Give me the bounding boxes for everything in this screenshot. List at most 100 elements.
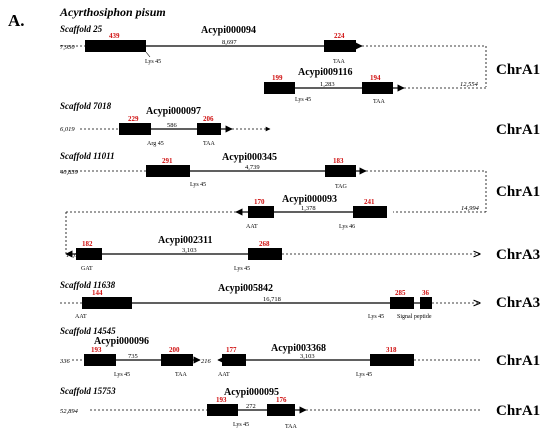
- site-label: Arg 45: [147, 141, 164, 147]
- intron-length: 586: [167, 122, 178, 129]
- scaffold-label: Scaffold 11638: [60, 280, 116, 290]
- scaffold-label: Scaffold 14545: [60, 326, 116, 336]
- gene-name: Acypi000094: [201, 25, 256, 36]
- stop-codon: TAG: [335, 184, 348, 190]
- exon-block: [222, 354, 246, 366]
- exon-block: [362, 82, 393, 94]
- chromosome-label: ChrA1: [496, 62, 540, 78]
- gene-name: Acypi002311: [158, 235, 212, 246]
- start-position: 6,019: [60, 126, 75, 133]
- exon-length: 268: [259, 240, 270, 248]
- intron-length: 16,718: [263, 296, 281, 303]
- row-acypi000095: Scaffold 15753 52,894 193 176 Acypi00009…: [60, 386, 540, 430]
- exon-length: 177: [226, 346, 237, 354]
- chromosome-label: ChrA1: [496, 403, 540, 419]
- chromosome-label: ChrA3: [496, 247, 540, 263]
- stop-codon: TAA: [373, 99, 386, 105]
- start-codon: AAT: [75, 314, 87, 320]
- intron-length: 1,283: [320, 81, 335, 88]
- exon-block: [207, 404, 238, 416]
- exon-block: [248, 248, 282, 260]
- exon-length: 144: [92, 289, 103, 297]
- exon-block: [264, 82, 295, 94]
- site-label: Lys 45: [368, 314, 384, 320]
- gene-name: Acypi000096: [94, 336, 149, 347]
- gene-name: Acypi005842: [218, 283, 273, 294]
- intron-length: 8,697: [222, 39, 237, 46]
- exon-length: 193: [216, 396, 227, 404]
- stop-codon: TAA: [285, 424, 298, 430]
- exon-length: 182: [82, 240, 93, 248]
- exon-block: [84, 354, 116, 366]
- scaffold-label: Scaffold 25: [60, 24, 103, 34]
- mid-position: 216: [201, 358, 212, 365]
- exon-length: 36: [422, 289, 430, 297]
- exon-block: [325, 165, 356, 177]
- start-codon: AAT: [218, 372, 230, 378]
- stop-codon: TAA: [333, 59, 346, 65]
- intron-length: 272: [246, 403, 256, 410]
- row-acypi000097: Scaffold 7018 6,019 229 206 Acypi000097 …: [60, 101, 540, 147]
- exon-length: 193: [91, 346, 102, 354]
- scaffold-label: Scaffold 15753: [60, 386, 116, 396]
- row-acypi000093: 170 241 Acypi000093 1,378 AAT Lys 46 14,…: [65, 184, 540, 254]
- exon-length: 291: [162, 157, 173, 165]
- exon-block: [76, 248, 102, 260]
- start-codon: AAT: [246, 224, 258, 230]
- exon-length: 183: [333, 157, 344, 165]
- exon-length: 229: [128, 115, 139, 123]
- exon-length: 170: [254, 198, 265, 206]
- start-position: 14,077: [66, 252, 85, 259]
- gene-name: Acypi003368: [271, 343, 326, 354]
- site-label: Lys 45: [234, 266, 250, 272]
- intron-length: 3,103: [182, 247, 197, 254]
- exon-block: [390, 297, 414, 309]
- chromosome-label: ChrA1: [496, 122, 540, 138]
- intron-length: 1,378: [301, 205, 316, 212]
- site-label: Lys 46: [339, 224, 355, 230]
- exon-block: [82, 297, 132, 309]
- exon-block: [420, 297, 432, 309]
- site-label: Lys 45: [233, 422, 249, 428]
- stop-codon: TAA: [175, 372, 188, 378]
- exon-length: 176: [276, 396, 287, 404]
- exon-block: [197, 123, 221, 135]
- gene-name: Acypi000345: [222, 152, 277, 163]
- site-label: Lys 45: [145, 59, 161, 65]
- start-position: 7,930: [60, 44, 75, 51]
- exon-length: 241: [364, 198, 375, 206]
- chromosome-label: ChrA1: [496, 353, 540, 369]
- gene-name: Acypi000097: [146, 106, 201, 117]
- gene-name: Acypi009116: [298, 67, 352, 78]
- exon-length: 206: [203, 115, 214, 123]
- exon-block: [119, 123, 151, 135]
- species-name: Acyrthosiphon pisum: [59, 5, 166, 19]
- intron-length: 735: [128, 353, 138, 360]
- gene-name: Acypi000093: [282, 194, 337, 205]
- row-acypi005842: Scaffold 11638 144 285 36 Acypi005842 16…: [60, 280, 540, 320]
- chromosome-label: ChrA3: [496, 295, 540, 311]
- exon-block: [267, 404, 295, 416]
- scaffold-label: Scaffold 7018: [60, 101, 112, 111]
- panel-label: A.: [8, 11, 25, 30]
- exon-length: 285: [395, 289, 406, 297]
- exon-length: 200: [169, 346, 180, 354]
- site-label: Lys 45: [114, 372, 130, 378]
- end-position: 12,554: [460, 81, 479, 88]
- site-label: Lys 45: [295, 97, 311, 103]
- chromosome-label: ChrA1: [496, 184, 540, 200]
- exon-block: [85, 40, 146, 52]
- exon-length: 318: [386, 346, 397, 354]
- exon-length: 224: [334, 32, 345, 40]
- exon-length: 194: [370, 74, 381, 82]
- start-position: 336: [59, 358, 71, 365]
- row-acypi000094: Scaffold 25 7,930 439 224 Acypi000094 8,…: [60, 24, 487, 87]
- row-acypi009116: 199 194 Acypi009116 1,283 Lys 45 TAA 12,…: [264, 62, 540, 105]
- exon-block: [248, 206, 274, 218]
- signal-peptide-label: Signal peptide: [397, 314, 432, 320]
- exon-block: [146, 165, 190, 177]
- exon-length: 439: [109, 32, 120, 40]
- start-codon: GAT: [81, 266, 93, 272]
